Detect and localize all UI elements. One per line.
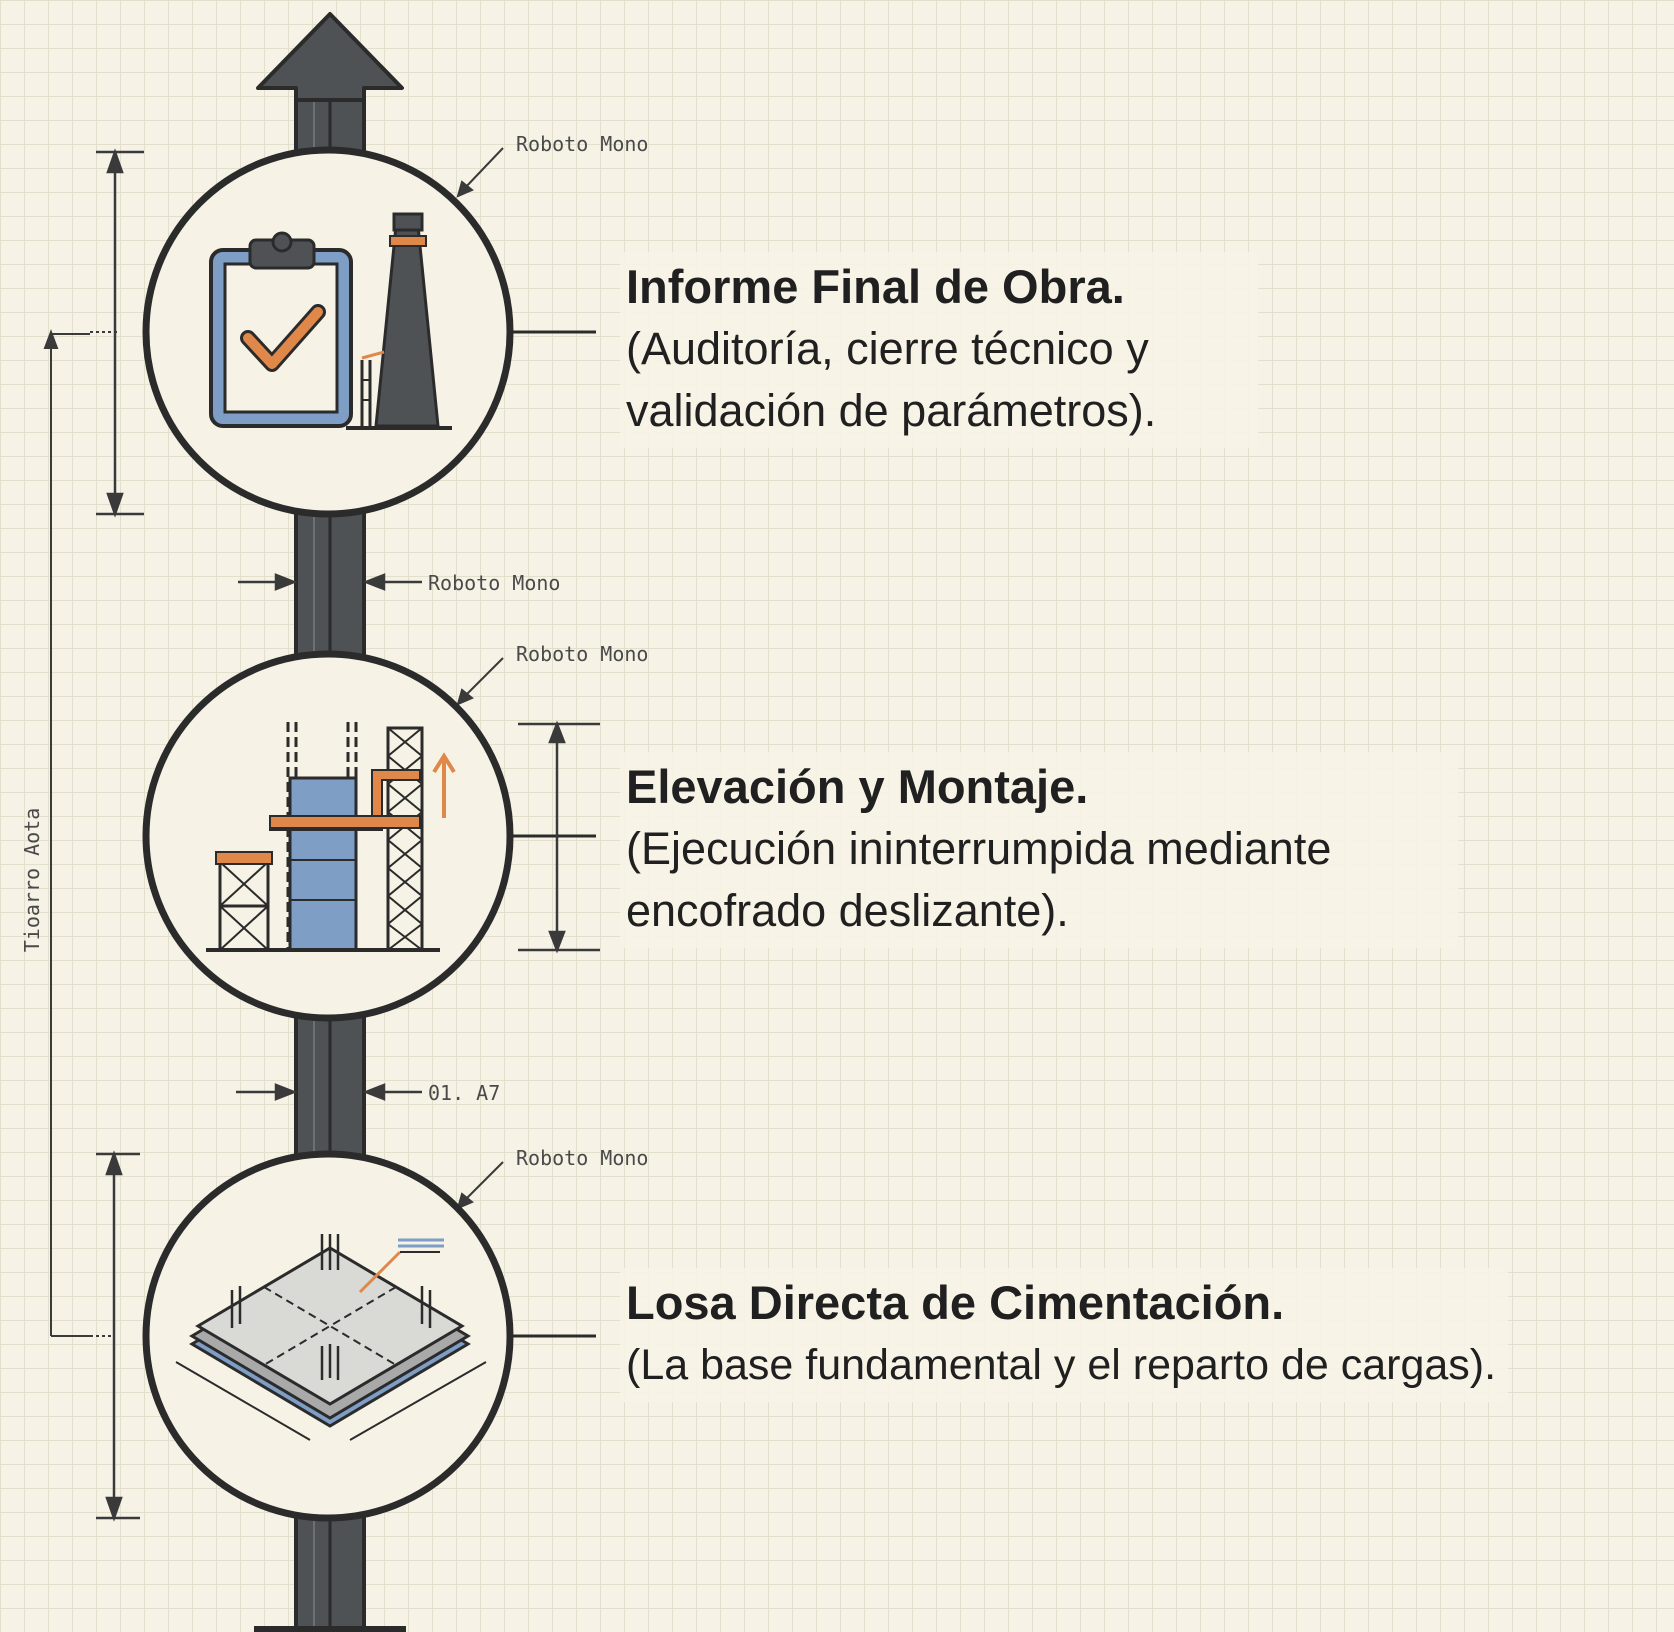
width-marker-bottom [236, 1083, 422, 1101]
callout-label-mid: Roboto Mono [516, 642, 648, 666]
step-2-title: Elevación y Montaje. [626, 760, 1089, 813]
callout-label-bottom: Roboto Mono [516, 1146, 648, 1170]
foundation-slab-icon [175, 1234, 487, 1441]
step-3-text: Losa Directa de Cimentación. (La base fu… [620, 1268, 1509, 1402]
callout-label-top: Roboto Mono [516, 132, 648, 156]
dimension-height-mid [518, 720, 600, 954]
step-2-description: (Ejecución ininterrumpida mediante encof… [626, 823, 1332, 936]
axis-label: Tioarro Aota [20, 808, 44, 953]
dimension-axis-total [43, 329, 118, 1337]
callout-mid [456, 657, 504, 706]
width-label-top: Roboto Mono [428, 571, 560, 595]
chimney-icon [346, 212, 452, 430]
step-1-title: Informe Final de Obra. [626, 260, 1125, 313]
shaft-base [254, 1626, 406, 1632]
width-marker-top [238, 573, 422, 591]
scaffolding-icon [206, 722, 456, 952]
step-2-text: Elevación y Montaje. (Ejecución ininterr… [620, 752, 1458, 948]
dimension-height-bottom [96, 1150, 140, 1522]
step-1-text: Informe Final de Obra. (Auditoría, cierr… [620, 252, 1258, 448]
step-3-description: (La base fundamental y el reparto de car… [626, 1341, 1497, 1389]
step-3-title: Losa Directa de Cimentación. [626, 1276, 1285, 1329]
clipboard-check-icon [209, 231, 353, 428]
callout-bottom [456, 1161, 504, 1210]
width-label-bottom: 01. A7 [428, 1081, 500, 1105]
callout-top [456, 147, 504, 198]
step-1-description: (Auditoría, cierre técnico y validación … [626, 323, 1157, 436]
arrow-up-icon [256, 12, 404, 102]
